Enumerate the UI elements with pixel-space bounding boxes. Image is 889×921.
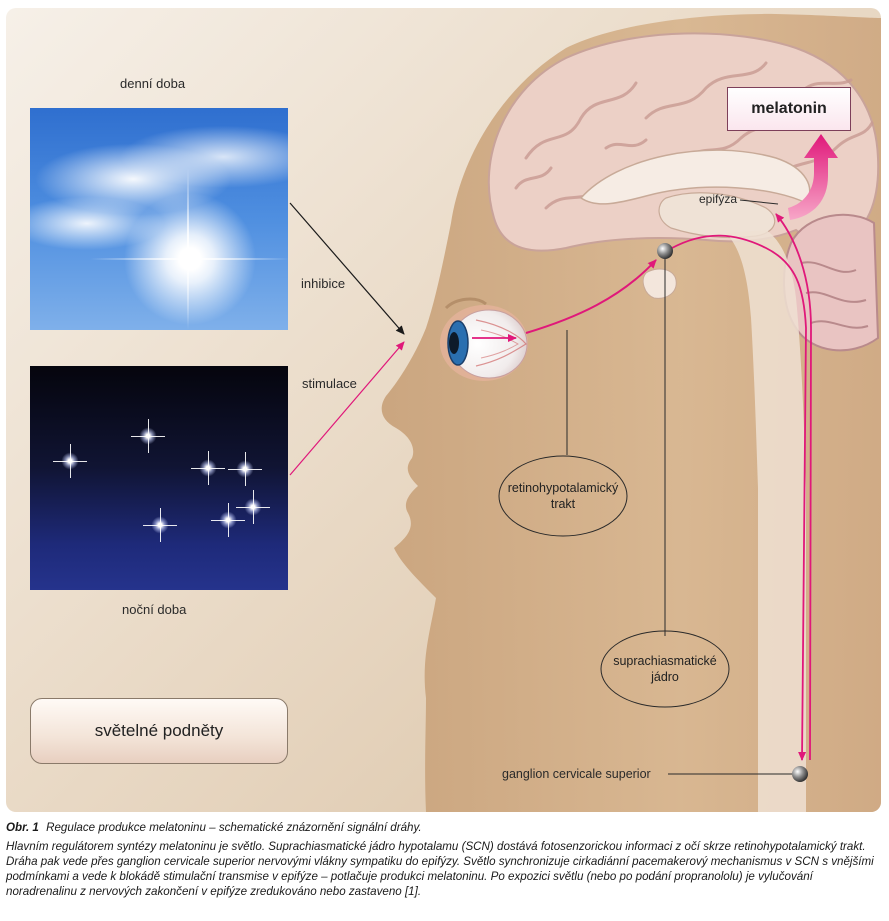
daytime-sky-image [30, 108, 290, 330]
eye [440, 297, 528, 381]
brainstem [726, 230, 806, 812]
caption-number: Obr. 1 [6, 821, 39, 834]
scn-label: suprachiasmatické jádro [601, 653, 729, 685]
epiphysis-pointer [739, 199, 779, 205]
diagram-artwork [289, 13, 881, 812]
scn-label-line1: suprachiasmatické [613, 654, 717, 668]
star-icon [53, 444, 87, 478]
day-label: denní doba [120, 76, 186, 91]
inhibition-arrow [289, 202, 405, 335]
ganglion-node [792, 766, 808, 782]
cerebellum [783, 213, 880, 352]
ganglion-to-epiphysis-path [775, 213, 812, 761]
melatonin-box: melatonin [727, 87, 851, 131]
pituitary [642, 268, 677, 299]
sun-ray [187, 168, 189, 330]
star-icon [191, 451, 225, 485]
caption-title-row: Obr. 1 Regulace produkce melatoninu – sc… [6, 820, 884, 835]
nighttime-sky-image [30, 366, 288, 590]
sun-ray [90, 258, 290, 260]
diagram-panel: denní doba inhibice stimulace noční doba… [6, 8, 881, 812]
retino-label-line1: retinohypotalamický [507, 481, 619, 495]
star-icon [143, 508, 177, 542]
night-label: noční doba [122, 602, 187, 617]
retino-label: retinohypotalamický trakt [499, 480, 627, 512]
ganglion-label: ganglion cervicale superior [502, 767, 651, 781]
retino-label-line2: trakt [550, 497, 576, 511]
inhibition-label: inhibice [301, 276, 346, 291]
caption-text: Hlavním regulátorem syntézy melatoninu j… [6, 840, 874, 898]
star-icon [131, 419, 165, 453]
star-icon [228, 452, 262, 486]
scn-to-ganglion-path [671, 234, 807, 761]
star-icon [236, 490, 270, 524]
star-icon [211, 503, 245, 537]
retino-oval [498, 455, 628, 537]
scn-oval [600, 630, 730, 708]
stimulation-arrow [289, 341, 405, 476]
caption-title: Regulace produkce melatoninu – schematic… [46, 821, 422, 834]
scn-label-line2: jádro [651, 670, 679, 684]
stimulation-label: stimulace [302, 376, 357, 391]
scn-node [657, 243, 673, 259]
retinohypothalamic-tract-path [525, 259, 657, 334]
figure-caption: Obr. 1 Regulace produkce melatoninu – sc… [6, 820, 884, 899]
light-stimuli-box: světelné podněty [30, 698, 288, 764]
epiphysis-label: epifýza [699, 192, 738, 206]
melatonin-output-arrow [788, 134, 838, 220]
